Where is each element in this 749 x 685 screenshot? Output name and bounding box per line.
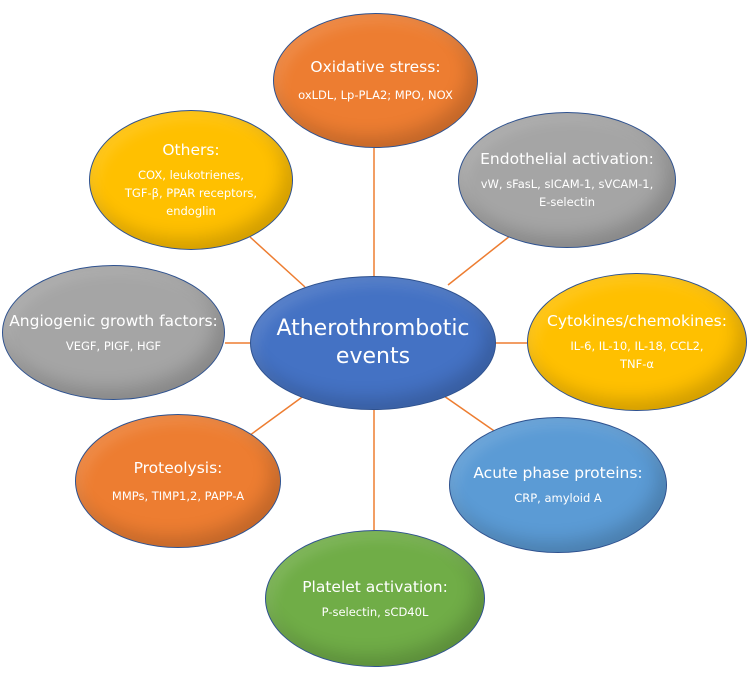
connector-endothelial-activation <box>447 231 516 286</box>
node-detail-line: P-selectin, sCD40L <box>321 604 429 619</box>
node-detail-line: IL-6, IL-10, IL-18, CCL2, <box>570 339 704 353</box>
node-detail-line: E-selectin <box>538 195 596 209</box>
node-title: Cytokines/chemokines: <box>547 312 727 330</box>
node-detail: oxLDL, Lp-PLA2; MPO, NOX <box>298 86 453 104</box>
node-detail: vW, sFasL, sICAM-1, sVCAM-1, E-selectin <box>481 175 654 211</box>
node-detail-line: MMPs, TIMP1,2, PAPP-A <box>111 488 245 503</box>
node-title: Others: <box>162 141 220 159</box>
node-title: Proteolysis: <box>133 458 223 477</box>
node-detail-line: CRP, amyloid A <box>514 491 602 505</box>
node-detail-line: oxLDL, Lp-PLA2; MPO, NOX <box>298 88 453 102</box>
node-angiogenic-growth-factors: Angiogenic growth factors: VEGF, PIGF, H… <box>2 265 225 400</box>
node-detail: COX, leukotrienes, TGF-β, PPAR receptors… <box>125 166 257 220</box>
node-detail-line: COX, leukotrienes, <box>138 168 244 182</box>
node-detail: CRP, amyloid A <box>514 489 602 507</box>
center-title-line: events <box>335 344 411 369</box>
node-endothelial-activation: Endothelial activation: vW, sFasL, sICAM… <box>458 112 676 248</box>
connector-proteolysis <box>241 394 306 442</box>
node-detail: IL-6, IL-10, IL-18, CCL2, TNF-α <box>570 337 703 373</box>
node-title: Acute phase proteins: <box>473 464 643 482</box>
node-oxidative-stress: Oxidative stress: oxLDL, Lp-PLA2; MPO, N… <box>273 13 478 148</box>
connector-others <box>249 236 306 288</box>
node-others: Others: COX, leukotrienes, TGF-β, PPAR r… <box>89 110 293 250</box>
node-title: Angiogenic growth factors: <box>9 311 218 330</box>
node-detail-line: TGF-β, PPAR receptors, <box>124 186 258 200</box>
connector-acute-phase-proteins <box>443 395 501 436</box>
node-detail: MMPs, TIMP1,2, PAPP-A <box>112 487 244 505</box>
node-detail-line: VEGF, PIGF, HGF <box>65 338 162 353</box>
node-platelet-activation: Platelet activation: P-selectin, sCD40L <box>265 530 485 667</box>
center-title-line: Atherothrombotic <box>276 316 470 341</box>
node-proteolysis: Proteolysis: MMPs, TIMP1,2, PAPP-A <box>75 414 281 548</box>
center-node-atherothrombotic-events: Atherothrombotic events <box>250 276 496 410</box>
node-acute-phase-proteins: Acute phase proteins: CRP, amyloid A <box>449 417 667 553</box>
node-detail-line: vW, sFasL, sICAM-1, sVCAM-1, <box>480 177 654 191</box>
node-title: Endothelial activation: <box>480 150 654 168</box>
node-detail-line: endoglin <box>166 204 216 218</box>
node-title: Oxidative stress: <box>310 58 441 76</box>
center-title: Atherothrombotic events <box>276 315 469 371</box>
node-detail: VEGF, PIGF, HGF <box>66 337 161 355</box>
node-detail-line: TNF-α <box>620 357 654 371</box>
node-detail: P-selectin, sCD40L <box>322 603 429 621</box>
node-title: Platelet activation: <box>302 577 448 596</box>
node-cytokines-chemokines: Cytokines/chemokines: IL-6, IL-10, IL-18… <box>527 273 747 411</box>
